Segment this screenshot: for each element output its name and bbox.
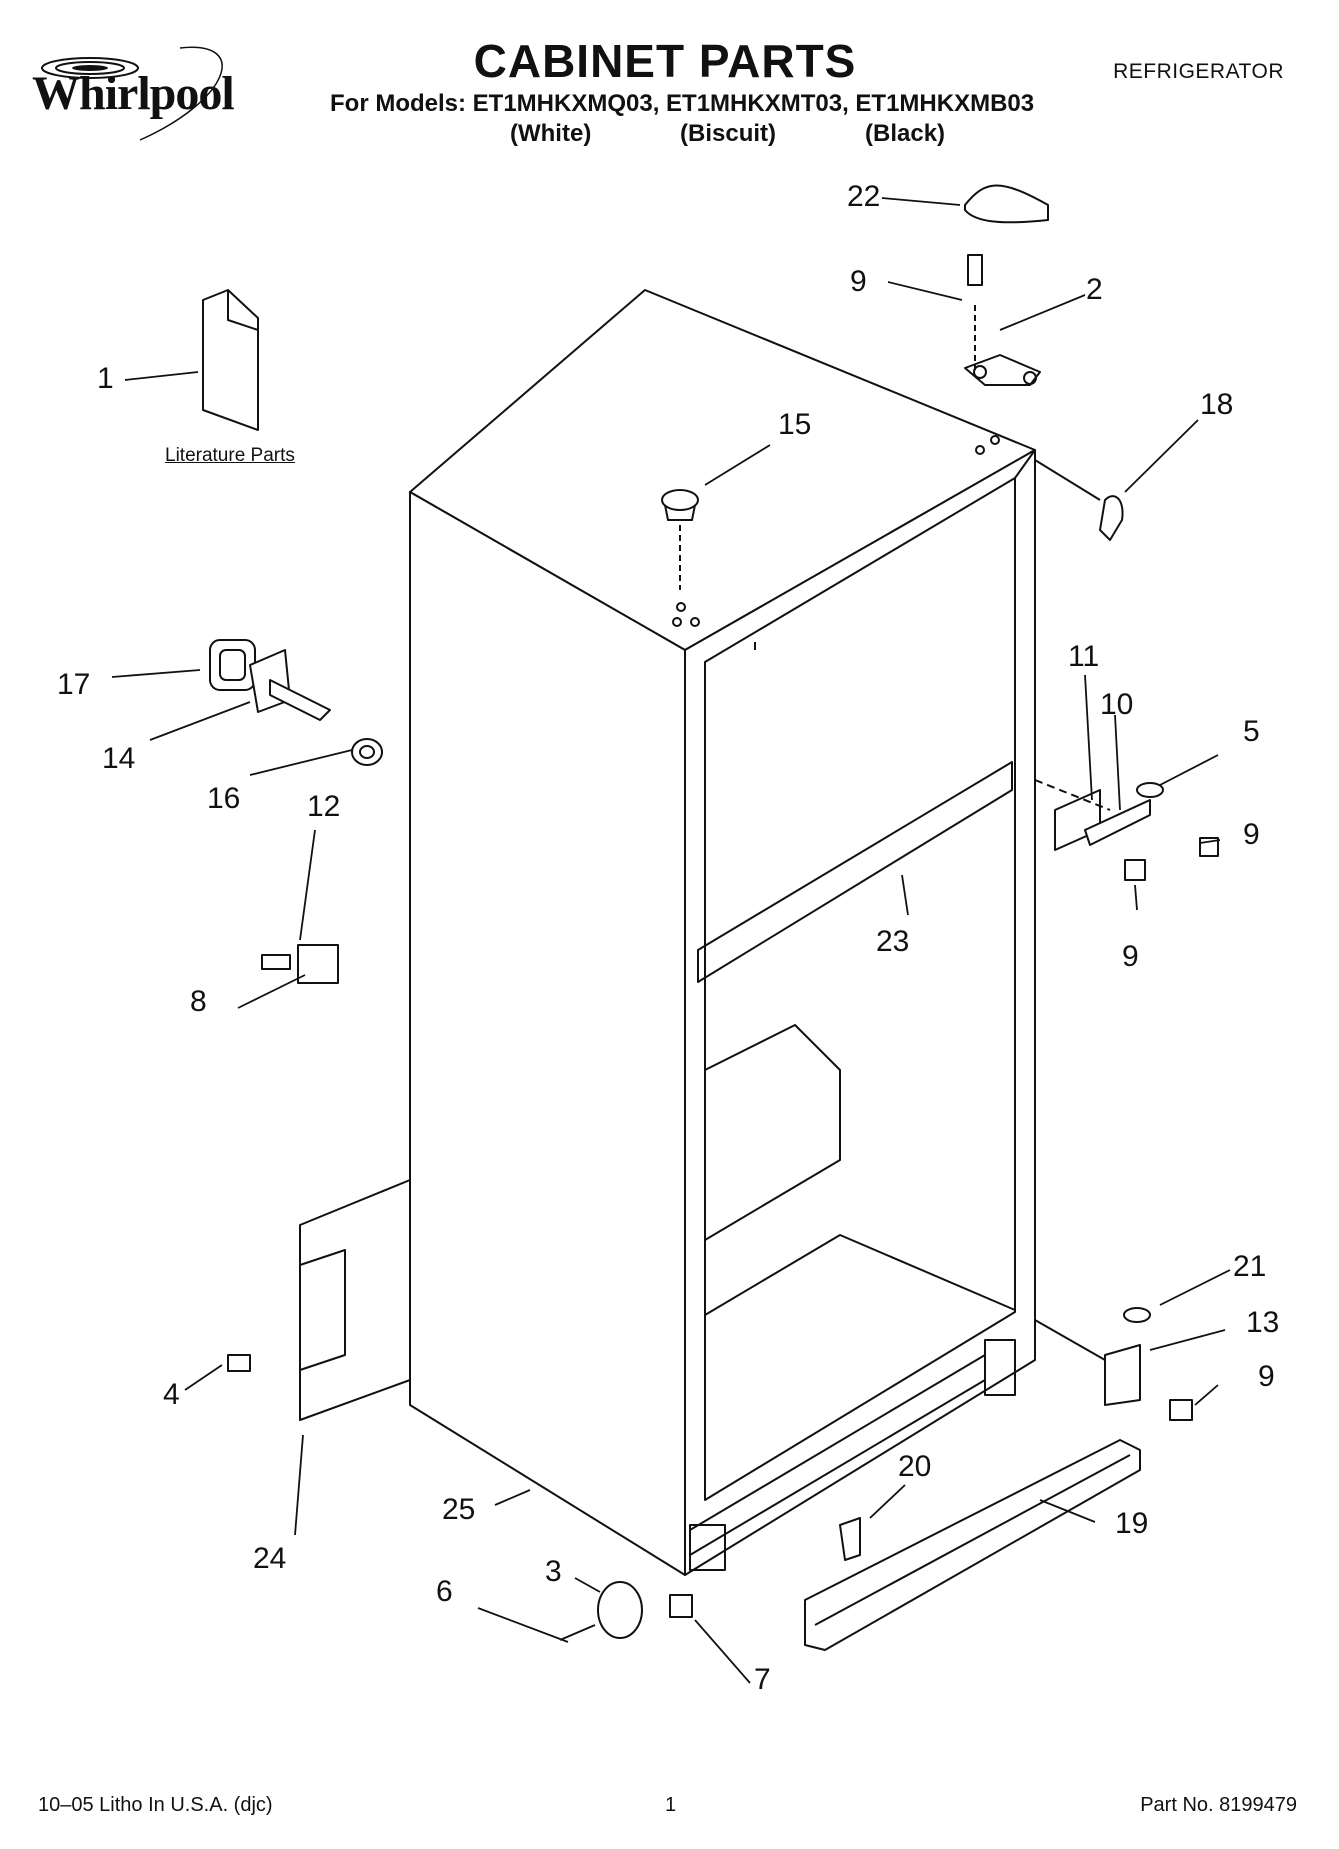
callout-24: 24 [253,1542,287,1575]
part-8-hinge-block [261,944,339,984]
part-24-cover-plate [227,1179,411,1421]
literature-parts-label: Literature Parts [165,445,295,466]
variant-white: (White) [510,120,592,147]
callout-22: 22 [847,180,881,213]
callout-9-center-lower: 9 [1122,940,1139,973]
callout-8: 8 [190,985,207,1018]
callout-2: 2 [1086,273,1103,306]
parts-5-9-10-11-center-hinge [1034,779,1219,881]
page-number: 1 [665,1794,677,1816]
part-18-bracket [1034,459,1124,541]
callout-7: 7 [754,1663,771,1696]
cabinet-body [409,289,1036,1576]
callout-4: 4 [163,1378,180,1411]
callout-1: 1 [97,362,114,395]
part-19-toe-grille [804,1439,1141,1651]
callout-25: 25 [442,1493,476,1526]
page-title: CABINET PARTS [473,35,857,87]
part-20-clip [839,1517,861,1561]
callout-23: 23 [876,925,910,958]
callout-11: 11 [1068,640,1100,673]
callout-20: 20 [898,1450,932,1483]
callout-5: 5 [1243,715,1260,748]
print-info: 10–05 Litho In U.S.A. (djc) [38,1794,273,1816]
parts-3-6-7-leveler [559,1581,693,1641]
literature-parts-book [202,289,259,431]
callout-3: 3 [545,1555,562,1588]
callout-10: 10 [1100,688,1134,721]
whirlpool-logo [41,46,223,141]
callout-21: 21 [1233,1250,1267,1283]
variant-biscuit: (Biscuit) [680,120,776,147]
category-label: REFRIGERATOR [1113,60,1284,83]
part-number: Part No. 8199479 [1140,1794,1297,1816]
callout-14: 14 [102,742,136,775]
models-line: For Models: ET1MHKXMQ03, ET1MHKXMT03, ET… [330,90,1035,117]
callout-15: 15 [778,408,812,441]
brand-logo-text: Whirlpool [32,67,235,120]
callout-17: 17 [57,668,91,701]
parts-9-13-21-bottom-hinge [1034,1307,1193,1421]
part-2-top-hinge [964,254,1041,386]
parts-14-16-17-handle-set [209,639,383,766]
callout-12: 12 [307,790,341,823]
callout-leaders [111,197,1231,1684]
part-22-cap [964,184,1049,224]
callout-9-center-right: 9 [1243,818,1260,851]
variant-black: (Black) [865,120,946,147]
callout-9-bottom: 9 [1258,1360,1275,1393]
callout-19: 19 [1115,1507,1149,1540]
callout-18: 18 [1200,388,1234,421]
callout-16: 16 [207,782,241,815]
callout-9-top: 9 [850,265,867,298]
part-15-plug [661,489,699,590]
callout-13: 13 [1246,1306,1280,1339]
callout-6: 6 [436,1575,453,1608]
